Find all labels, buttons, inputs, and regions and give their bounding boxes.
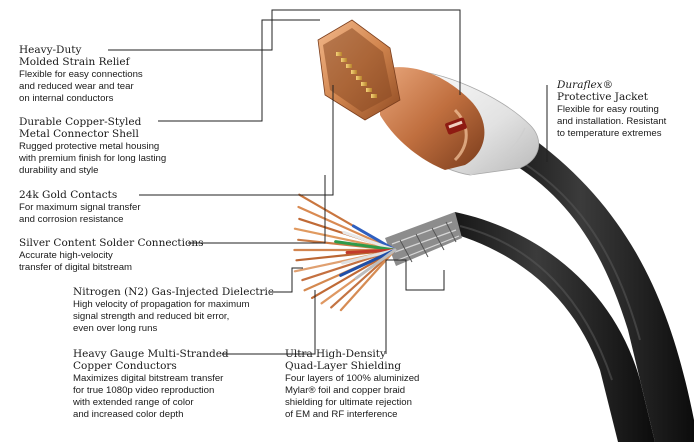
- insulated-core: [351, 224, 397, 252]
- callout-shielding: Ultra High-Density Quad-Layer Shielding …: [285, 348, 419, 421]
- desc-line: transfer of digital bitstream: [19, 262, 133, 273]
- title-line: Silver Content Solder Connections: [19, 237, 204, 249]
- insulated-core: [341, 248, 397, 265]
- callout-title: Heavy Gauge Multi-Stranded Copper Conduc…: [73, 348, 229, 372]
- desc-line: with premium finish for long lasting: [19, 153, 167, 164]
- desc-line: on internal conductors: [19, 93, 114, 104]
- insulated-core: [342, 230, 397, 252]
- desc-line: for true 1080p video reproduction: [73, 385, 215, 396]
- title-line: Metal Connector Shell: [19, 128, 139, 140]
- braided-shield: [385, 212, 462, 266]
- desc-line: of EM and RF interference: [285, 409, 398, 420]
- callout-title: Ultra High-Density Quad-Layer Shielding: [285, 348, 419, 372]
- desc-line: Accurate high-velocity: [19, 250, 113, 261]
- desc-line: to temperature extremes: [557, 128, 662, 139]
- callout-description: Flexible for easy connections and reduce…: [19, 69, 143, 105]
- upper-cable-jacket: [488, 140, 694, 442]
- callout-title: Silver Content Solder Connections: [19, 237, 203, 249]
- title-line: Copper Conductors: [73, 360, 177, 372]
- callout-description: For maximum signal transfer and corrosio…: [19, 202, 141, 226]
- title-line: Protective Jacket: [557, 91, 648, 103]
- desc-line: Flexible for easy connections: [19, 69, 143, 80]
- desc-line: and installation. Resistant: [557, 116, 667, 127]
- callout-solder-connections: Silver Content Solder Connections Accura…: [19, 237, 203, 274]
- desc-line: and corrosion resistance: [19, 214, 124, 225]
- desc-line: High velocity of propagation for maximum: [73, 299, 250, 310]
- callout-strain-relief: Heavy-Duty Molded Strain Relief Flexible…: [19, 44, 143, 105]
- title-line: Quad-Layer Shielding: [285, 360, 402, 372]
- title-line: Ultra High-Density: [285, 348, 386, 360]
- callout-description: Four layers of 100% aluminized Mylar® fo…: [285, 373, 419, 421]
- title-line: Molded Strain Relief: [19, 56, 130, 68]
- callout-title: 24k Gold Contacts: [19, 189, 141, 201]
- insulated-core: [354, 248, 397, 280]
- desc-line: Maximizes digital bitstream transfer: [73, 373, 224, 384]
- desc-line: and reduced wear and tear: [19, 81, 134, 92]
- insulated-core: [345, 248, 397, 254]
- title-line: Durable Copper-Styled: [19, 116, 142, 128]
- desc-line: durability and style: [19, 165, 99, 176]
- desc-line: signal strength and reduced bit error,: [73, 311, 230, 322]
- callout-gold-contacts: 24k Gold Contacts For maximum signal tra…: [19, 189, 141, 226]
- callout-title: Duraflex® Protective Jacket: [557, 79, 666, 103]
- hdmi-connector-icon: [317, 19, 540, 176]
- desc-line: Flexible for easy routing: [557, 104, 659, 115]
- desc-line: and increased color depth: [73, 409, 184, 420]
- title-line: 24k Gold Contacts: [19, 189, 118, 201]
- title-line: Nitrogen (N2) Gas-Injected Dielectric: [73, 286, 274, 298]
- title-line: Heavy Gauge Multi-Stranded: [73, 348, 229, 360]
- callout-description: Accurate high-velocity transfer of digit…: [19, 250, 203, 274]
- callout-title: Durable Copper-Styled Metal Connector Sh…: [19, 116, 166, 140]
- insulated-core: [334, 240, 397, 252]
- copper-wire: [297, 205, 397, 252]
- callout-jacket: Duraflex® Protective Jacket Flexible for…: [557, 79, 666, 140]
- callout-title: Nitrogen (N2) Gas-Injected Dielectric: [73, 286, 274, 298]
- desc-line: For maximum signal transfer: [19, 202, 141, 213]
- desc-line: even over long runs: [73, 323, 158, 334]
- callout-dielectric: Nitrogen (N2) Gas-Injected Dielectric Hi…: [73, 286, 274, 335]
- gold-contacts: [336, 52, 377, 98]
- exposed-wires-icon: [293, 193, 397, 312]
- callout-description: Maximizes digital bitstream transfer for…: [73, 373, 229, 421]
- insulated-core: [339, 248, 397, 277]
- desc-line: Mylar® foil and copper braid: [285, 385, 406, 396]
- leader-lines: [108, 9, 548, 355]
- lower-cable-jacket: [440, 212, 655, 442]
- callout-title: Heavy-Duty Molded Strain Relief: [19, 44, 143, 68]
- desc-line: shielding for ultimate rejection: [285, 397, 412, 408]
- callout-conductors: Heavy Gauge Multi-Stranded Copper Conduc…: [73, 348, 229, 421]
- desc-line: Rugged protective metal housing: [19, 141, 160, 152]
- brand-name: Duraflex®: [557, 79, 614, 91]
- callout-connector-shell: Durable Copper-Styled Metal Connector Sh…: [19, 116, 166, 177]
- desc-line: with extended range of color: [73, 397, 194, 408]
- desc-line: Four layers of 100% aluminized: [285, 373, 420, 384]
- callout-description: High velocity of propagation for maximum…: [73, 299, 274, 335]
- callout-description: Flexible for easy routing and installati…: [557, 104, 666, 140]
- title-line: Heavy-Duty: [19, 44, 82, 56]
- callout-description: Rugged protective metal housing with pre…: [19, 141, 166, 177]
